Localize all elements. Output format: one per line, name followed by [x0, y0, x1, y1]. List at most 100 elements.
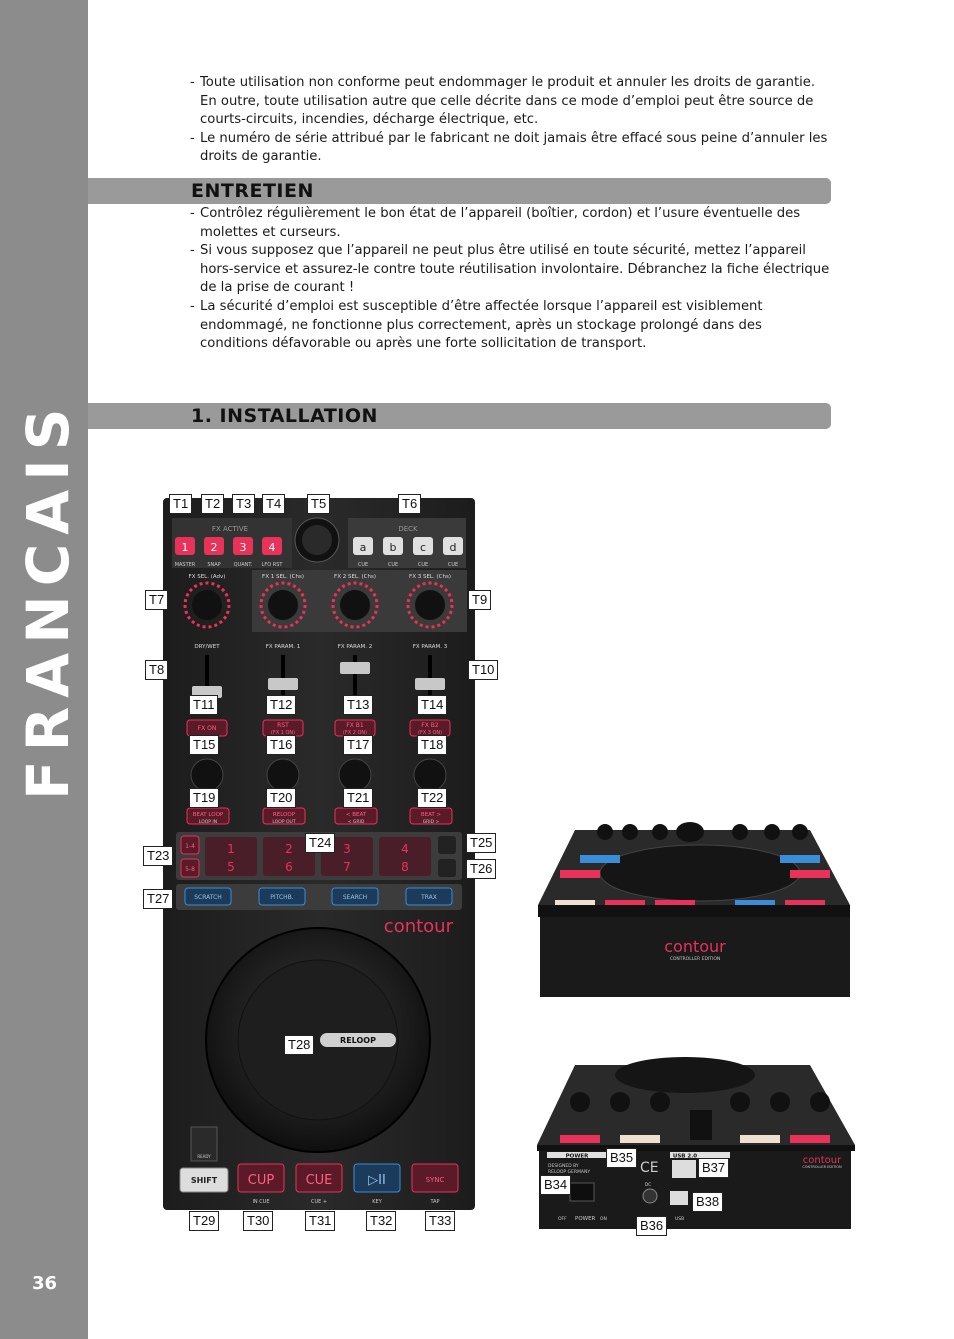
fx-param-2-fader[interactable]	[340, 662, 370, 674]
deck-d-button[interactable]	[443, 537, 463, 555]
fx-2-button[interactable]	[204, 537, 224, 555]
callout-label: T18	[417, 735, 448, 755]
fx2-select-knob[interactable]	[340, 590, 370, 620]
pad-number: 8	[401, 860, 409, 874]
trax-button[interactable]	[405, 887, 453, 906]
designed-by-text: DESIGNED BY	[548, 1163, 579, 1169]
fx-param-3-fader[interactable]	[415, 678, 445, 690]
fx-button-caption: SNAP	[207, 562, 220, 568]
callout-label: T15	[189, 735, 220, 755]
sidebar-language-title: FRANCAIS	[14, 399, 82, 800]
transport-text: SHIFT	[191, 1176, 218, 1185]
bank-5-8-button[interactable]	[180, 858, 200, 878]
transport-subtext: CUE +	[311, 1199, 327, 1205]
intro-bullet: Le numéro de série attribué par le fabri…	[190, 130, 832, 167]
deck-button-text: a	[360, 541, 367, 554]
deck-button-text: b	[390, 541, 397, 554]
front-brand-logo: contour	[664, 937, 726, 956]
power-switch-label: POWER	[575, 1216, 596, 1222]
fx-on-text: RST	[277, 722, 289, 729]
fx-select-knob[interactable]	[192, 590, 222, 620]
deck-b-button[interactable]	[383, 537, 403, 555]
loop-button-text: RELOOP	[273, 812, 296, 818]
loop-button-subtext: LOOP OUT	[272, 819, 295, 825]
play-pause-button[interactable]	[353, 1163, 401, 1193]
fx-on-buttons: FX ON RST FX B1 FX B2 (FX 1 ON) (FX 2 ON…	[186, 719, 451, 737]
fx-1-button[interactable]	[175, 537, 195, 555]
callout-label: T25	[466, 833, 497, 853]
fx-button-text: 3	[240, 541, 247, 554]
deck-button-row: a b c d CUE CUE CUE CUE	[353, 537, 463, 568]
callout-label: T6	[398, 494, 422, 514]
loop-knob[interactable]	[190, 758, 224, 792]
mode-text: SEARCH	[343, 894, 367, 901]
callout-label: T1	[169, 494, 193, 514]
trash-icon[interactable]	[438, 859, 456, 877]
callout-label: T27	[143, 889, 174, 909]
section-bar-entretien: ENTRETIEN	[88, 178, 831, 204]
fx-3-button[interactable]	[233, 537, 253, 555]
callout-label: B34	[540, 1175, 572, 1195]
beat-forward-button[interactable]	[409, 807, 453, 825]
bank-1-4-button[interactable]	[180, 835, 200, 855]
pad[interactable]	[263, 837, 315, 876]
callout-label: T4	[262, 494, 286, 514]
usb-port[interactable]	[672, 1160, 696, 1178]
pad[interactable]	[205, 837, 257, 876]
usb-b-port[interactable]	[670, 1191, 688, 1205]
bank-text: 5-8	[185, 866, 195, 873]
deck-c-button[interactable]	[413, 537, 433, 555]
fx3-select-knob[interactable]	[415, 590, 445, 620]
fx-button-caption: MASTER	[175, 562, 196, 568]
deck-button-caption: CUE	[358, 562, 368, 568]
cue-button[interactable]	[295, 1163, 343, 1193]
ready-logo	[190, 1126, 218, 1162]
power-switch[interactable]	[569, 1182, 595, 1202]
ready-logo-text: READY	[197, 1154, 211, 1159]
fx1-select-knob[interactable]	[268, 590, 298, 620]
dc-jack[interactable]	[642, 1188, 658, 1204]
callout-label: T23	[143, 846, 174, 866]
loop-buttons: BEAT LOOP RELOOP < BEAT BEAT > LOOP IN L…	[186, 807, 453, 825]
pitchbend-button[interactable]	[258, 887, 306, 906]
callout-label: T5	[307, 494, 331, 514]
controller-rear-view: POWER USB 2.0 DESIGNED BY RELOOP GERMANY…	[537, 1057, 855, 1229]
cup-button[interactable]	[237, 1163, 285, 1193]
pad-number: 2	[285, 842, 293, 856]
save-icon[interactable]	[438, 836, 456, 854]
rear-brand-sub: CONTROLLER EDITION	[802, 1165, 842, 1169]
transport-text: CUE	[306, 1173, 333, 1188]
play-pause-icon: ▷II	[368, 1173, 386, 1188]
fx-4-button[interactable]	[262, 537, 282, 555]
fx-on-text: FX ON	[198, 725, 217, 732]
entretien-bullet: Si vous supposez que l’appareil ne peut …	[190, 242, 832, 298]
sync-button[interactable]	[411, 1163, 459, 1193]
section-bar-installation: 1. INSTALLATION	[88, 403, 831, 429]
callout-label: T9	[468, 590, 492, 610]
transport-text: SYNC	[426, 1176, 445, 1184]
knob-label: FX SEL. (Adv)	[189, 574, 226, 580]
scratch-button[interactable]	[184, 887, 232, 906]
beat-loop-button[interactable]	[186, 807, 230, 825]
reloop-button[interactable]	[262, 807, 306, 825]
callout-label: T21	[343, 788, 374, 808]
loop-knob[interactable]	[413, 758, 447, 792]
mode-text: TRAX	[420, 894, 437, 901]
loop-knob[interactable]	[338, 758, 372, 792]
pad[interactable]	[379, 837, 431, 876]
transport-buttons: SHIFT CUP CUE ▷II SYNC IN CUE CUE + KEY …	[179, 1163, 459, 1205]
callout-label: T30	[243, 1211, 274, 1231]
callout-label: B35	[606, 1148, 638, 1168]
fx-on-subtext: (FX 2 ON)	[343, 730, 367, 736]
fx-button-text: 4	[269, 541, 276, 554]
shift-button[interactable]	[179, 1167, 229, 1193]
search-button[interactable]	[331, 887, 379, 906]
beat-back-button[interactable]	[334, 807, 378, 825]
loop-knob[interactable]	[266, 758, 300, 792]
fx-param-1-fader[interactable]	[268, 678, 298, 690]
deck-button-caption: CUE	[448, 562, 458, 568]
sidebar	[0, 0, 88, 1339]
deck-a-button[interactable]	[353, 537, 373, 555]
loop-button-subtext: GRID >	[423, 819, 440, 825]
callout-label: T13	[343, 695, 374, 715]
